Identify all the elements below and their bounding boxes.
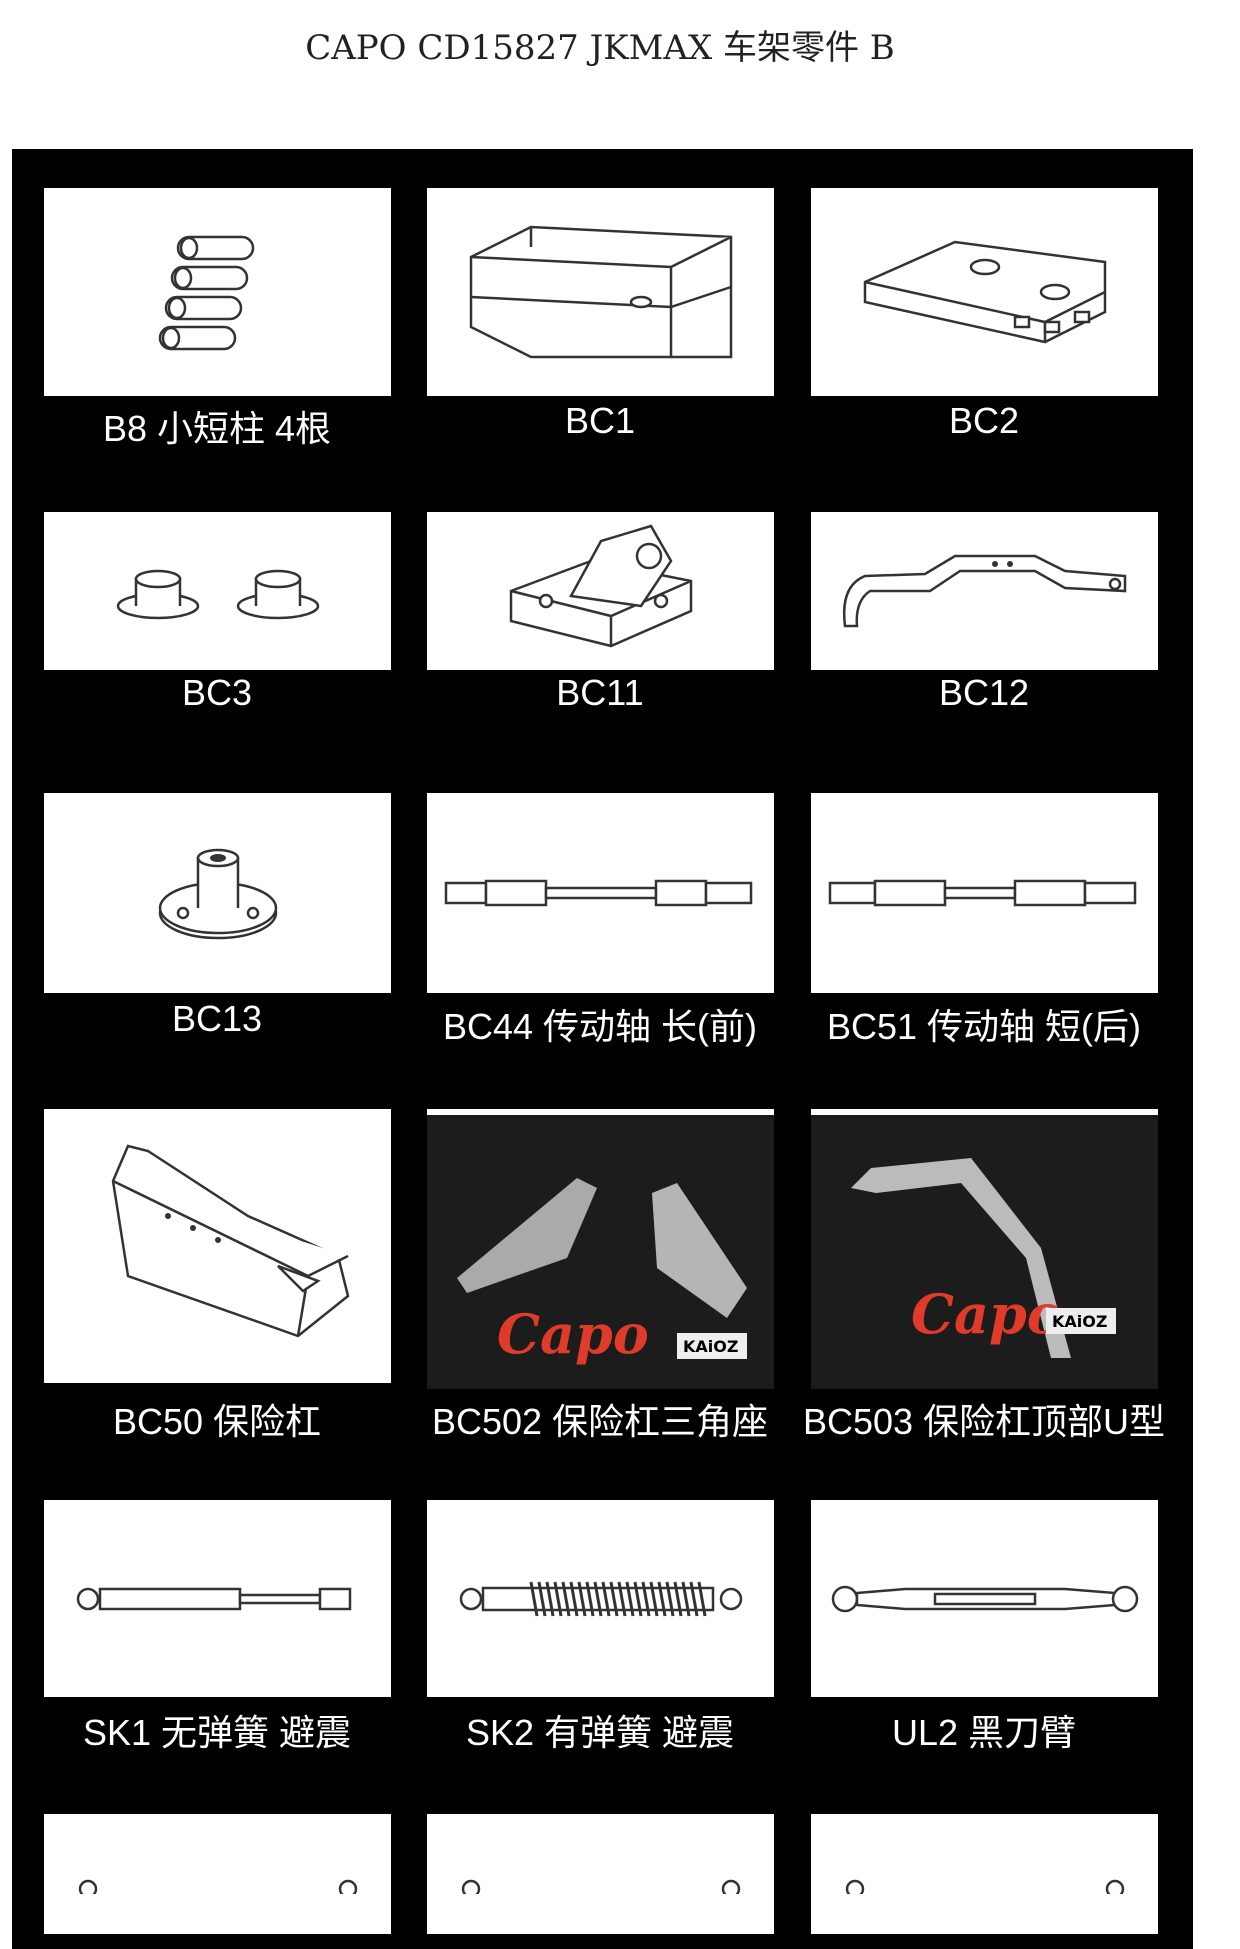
part-label: BC13	[171, 998, 263, 1039]
mount-bracket-icon	[501, 521, 701, 661]
part-image	[427, 793, 774, 993]
bumper-u-bar-photo: Capo KAiOZ	[811, 1118, 1158, 1386]
page-title: CAPO CD15827 JKMAX 车架零件 B	[305, 28, 895, 68]
part-icon	[68, 1854, 368, 1894]
part-image	[44, 1500, 391, 1697]
part-image	[427, 1814, 774, 1934]
part-label: BC502 保险杠三角座	[431, 1401, 769, 1442]
part-image	[427, 512, 774, 670]
short-posts-icon	[118, 227, 318, 357]
part-image	[811, 1500, 1158, 1697]
part-label: BC50 保险杠	[112, 1401, 322, 1442]
part-image	[811, 188, 1158, 396]
part-label: BC1	[564, 400, 636, 441]
link-arm-icon	[825, 1579, 1145, 1619]
part-image	[44, 512, 391, 670]
part-image	[44, 1814, 391, 1934]
box-lid-icon	[845, 222, 1125, 362]
part-label: UL2 黑刀臂	[891, 1712, 1077, 1753]
part-icon	[451, 1854, 751, 1894]
part-label: BC51 传动轴 短(后)	[826, 1006, 1142, 1047]
capo-logo: Capo	[911, 1282, 1063, 1346]
part-label: BC3	[181, 672, 253, 713]
part-image	[427, 1500, 774, 1697]
part-icon	[835, 1854, 1135, 1894]
part-image	[811, 512, 1158, 670]
part-label: BC12	[938, 672, 1030, 713]
bushings-icon	[98, 551, 338, 631]
shock-no-spring-icon	[68, 1579, 368, 1619]
part-image	[811, 1814, 1158, 1934]
part-label: BC2	[948, 400, 1020, 441]
shock-spring-icon	[451, 1574, 751, 1624]
part-label: BC44 传动轴 长(前)	[442, 1006, 758, 1047]
bumper-gusset-photo: Capo KAiOZ	[427, 1118, 774, 1386]
bumper-icon	[68, 1126, 368, 1366]
part-image: Capo KAiOZ	[811, 1109, 1158, 1389]
part-image	[44, 1109, 391, 1383]
part-label: BC11	[556, 672, 644, 713]
part-image	[44, 188, 391, 396]
kaioz-logo: KAiOZ	[683, 1337, 738, 1356]
driveshaft-long-icon	[441, 873, 761, 913]
part-image	[811, 793, 1158, 993]
frame-rail-icon	[835, 546, 1135, 636]
flange-post-icon	[153, 838, 283, 948]
kaioz-logo: KAiOZ	[1052, 1312, 1107, 1331]
capo-logo: Capo	[497, 1302, 649, 1366]
part-label: SK2 有弹簧 避震	[465, 1712, 735, 1753]
part-label: SK1 无弹簧 避震	[82, 1712, 352, 1753]
part-image	[44, 793, 391, 993]
part-label: BC503 保险杠顶部U型	[802, 1401, 1166, 1442]
driveshaft-short-icon	[825, 873, 1145, 913]
part-image: Capo KAiOZ	[427, 1109, 774, 1389]
battery-box-icon	[451, 207, 751, 377]
part-label: B8 小短柱 4根	[102, 408, 332, 449]
part-image	[427, 188, 774, 396]
